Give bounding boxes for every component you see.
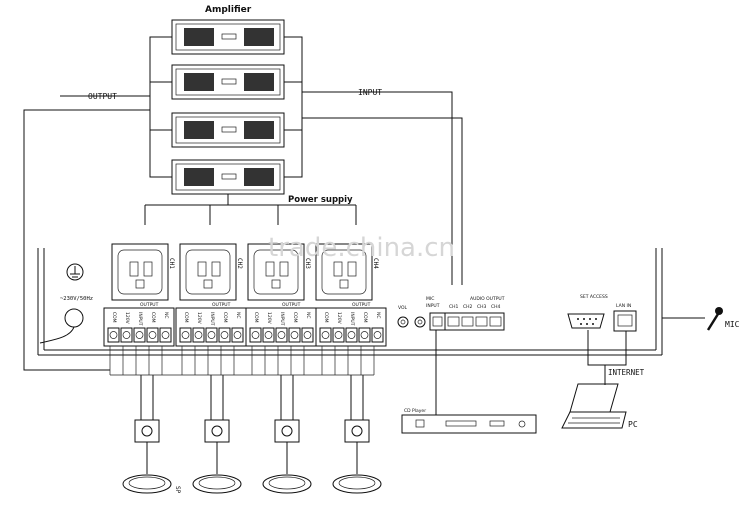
terminal-label: COM bbox=[183, 312, 189, 323]
terminal-output-label: OUTPUT bbox=[282, 302, 301, 308]
terminal-label: COM bbox=[222, 312, 228, 323]
input-panel bbox=[397, 312, 505, 331]
speaker-tag: SP bbox=[174, 486, 181, 494]
mic-label: MIC bbox=[725, 320, 740, 329]
terminal-label: COM bbox=[111, 312, 117, 323]
power-supply-label: Power suppiy bbox=[288, 195, 353, 205]
terminal-label: COM bbox=[323, 312, 329, 323]
speaker-4 bbox=[332, 419, 382, 494]
ac-socket-1 bbox=[111, 243, 169, 301]
mic-icon bbox=[706, 307, 723, 331]
terminal-label: 120V bbox=[196, 312, 202, 325]
terminal-block-2: OUTPUT COM 120V INPUT COM NC bbox=[175, 302, 247, 347]
speakers bbox=[122, 419, 382, 494]
terminal-label: NC bbox=[163, 312, 169, 319]
input-panel-ports bbox=[432, 316, 502, 327]
input-panel-audio-output: AUDIO OUTPUT bbox=[470, 296, 505, 302]
speaker-2 bbox=[192, 419, 242, 494]
input-panel-input: INPUT bbox=[426, 303, 440, 309]
terminal-label: COM bbox=[292, 312, 298, 323]
serial-port bbox=[567, 313, 605, 329]
terminal-label: COM bbox=[362, 312, 368, 323]
ac-socket-4 bbox=[315, 243, 373, 301]
power-supply-lines bbox=[144, 194, 357, 225]
input-port-label-3: CH3 bbox=[477, 304, 487, 310]
amplifier-label: Amplifier bbox=[205, 5, 252, 15]
terminal-output-label: OUTPUT bbox=[212, 302, 231, 308]
channel-label-3: CH3 bbox=[304, 258, 311, 269]
input-panel-mic: MIC bbox=[426, 296, 434, 302]
ac-socket-2 bbox=[179, 243, 237, 301]
cd-player-device bbox=[401, 414, 537, 434]
ground-icon bbox=[66, 263, 84, 281]
speaker-wires bbox=[109, 346, 375, 420]
input-port-label-2: CH2 bbox=[463, 304, 473, 310]
terminal-label: INPUT bbox=[349, 312, 355, 326]
terminal-label: NC bbox=[235, 312, 241, 319]
terminal-label: 120V bbox=[124, 312, 130, 325]
lan-port bbox=[613, 310, 637, 332]
set-access-label: SET ACCESS bbox=[580, 294, 608, 300]
pc-label: PC bbox=[628, 420, 638, 429]
input-port-label-4: CH4 bbox=[491, 304, 501, 310]
channel-label-1: CH1 bbox=[168, 258, 175, 269]
input-label: INPUT bbox=[358, 88, 382, 97]
terminal-block-1: OUTPUT COM 120V INPUT COM NC bbox=[103, 302, 175, 347]
channel-label-4: CH4 bbox=[372, 258, 379, 269]
terminal-output-label: OUTPUT bbox=[352, 302, 371, 308]
terminal-blocks: OUTPUT COM 120V INPUT COM NC OUTPUT COM 120V INPU… bbox=[103, 302, 387, 347]
channel-label-2: CH2 bbox=[236, 258, 243, 269]
lan-in-label: LAN IN bbox=[616, 303, 631, 309]
terminal-label: 120V bbox=[336, 312, 342, 325]
amplifier-unit-2 bbox=[171, 64, 285, 100]
speaker-3 bbox=[262, 419, 312, 494]
terminal-label: 120V bbox=[266, 312, 272, 325]
terminal-output-label: OUTPUT bbox=[140, 302, 159, 308]
watermark: trade.china.cn bbox=[268, 233, 455, 263]
terminal-label: COM bbox=[253, 312, 259, 323]
output-label: OUTPUT bbox=[88, 92, 117, 101]
internet-label: INTERNET bbox=[608, 368, 645, 377]
amplifier-unit-1 bbox=[171, 19, 285, 55]
input-port-label-1: CH1 bbox=[449, 304, 459, 310]
input-panel-vol: VOL bbox=[398, 305, 408, 311]
terminal-label: NC bbox=[375, 312, 381, 319]
input-bus-lines bbox=[284, 36, 463, 285]
cd-player-label: CD Player bbox=[404, 408, 426, 414]
laptop-icon bbox=[561, 383, 627, 429]
terminal-label: INPUT bbox=[137, 312, 143, 326]
speaker-1 bbox=[122, 419, 172, 494]
terminal-label: COM bbox=[150, 312, 156, 323]
network-cable bbox=[587, 330, 627, 366]
main-unit-panel bbox=[37, 248, 663, 356]
amplifier-unit-3 bbox=[171, 112, 285, 148]
terminal-label: INPUT bbox=[209, 312, 215, 326]
voltage-label: ~230V/50Hz bbox=[60, 296, 93, 302]
terminal-label: NC bbox=[305, 312, 311, 319]
amplifier-unit-4 bbox=[171, 159, 285, 195]
terminal-block-3: OUTPUT COM 120V INPUT COM NC bbox=[245, 302, 317, 347]
terminal-block-4: OUTPUT COM 120V INPUT COM NC bbox=[315, 302, 387, 347]
power-cord bbox=[39, 308, 84, 344]
ac-socket-3 bbox=[247, 243, 305, 301]
terminal-label: INPUT bbox=[279, 312, 285, 326]
output-bus-lines bbox=[23, 36, 172, 371]
